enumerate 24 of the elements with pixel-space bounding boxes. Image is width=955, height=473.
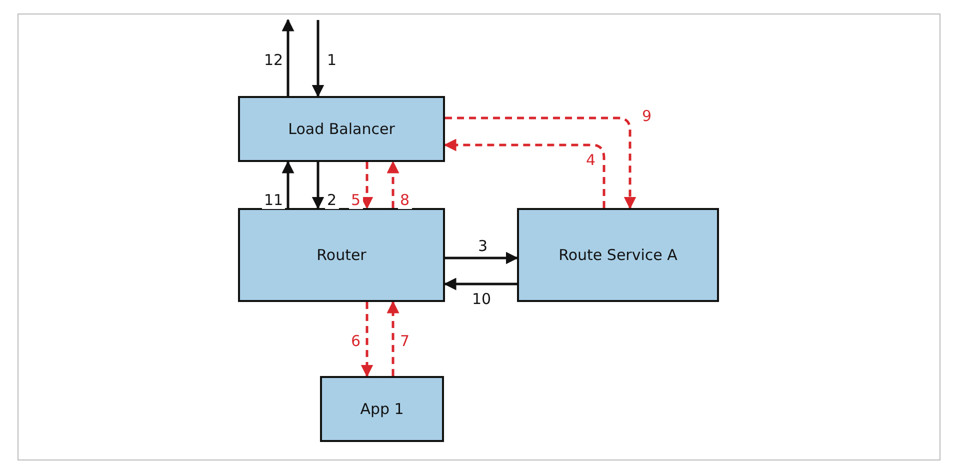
process-box xyxy=(320,376,444,442)
edge-label: 8 xyxy=(398,192,412,209)
arrow xyxy=(360,302,374,378)
edge-label: 11 xyxy=(262,192,286,209)
process-box xyxy=(238,96,445,162)
arrow xyxy=(444,278,517,290)
arrow xyxy=(282,160,294,208)
arrow xyxy=(445,116,636,210)
box-label: Router xyxy=(316,246,366,264)
process-box xyxy=(517,208,719,302)
arrow xyxy=(386,300,400,376)
arrow xyxy=(282,18,294,96)
arrow xyxy=(386,160,400,208)
edge-label: 5 xyxy=(349,192,363,209)
arrow xyxy=(312,162,324,210)
arrow xyxy=(360,162,374,210)
arrow xyxy=(445,252,518,264)
process-box xyxy=(238,208,445,302)
arrow xyxy=(312,20,324,98)
edge-label: 2 xyxy=(325,192,339,209)
arrow xyxy=(444,138,606,208)
box-label: Load Balancer xyxy=(288,120,395,138)
box-label: App 1 xyxy=(360,400,404,418)
box-label: Route Service A xyxy=(558,246,678,264)
